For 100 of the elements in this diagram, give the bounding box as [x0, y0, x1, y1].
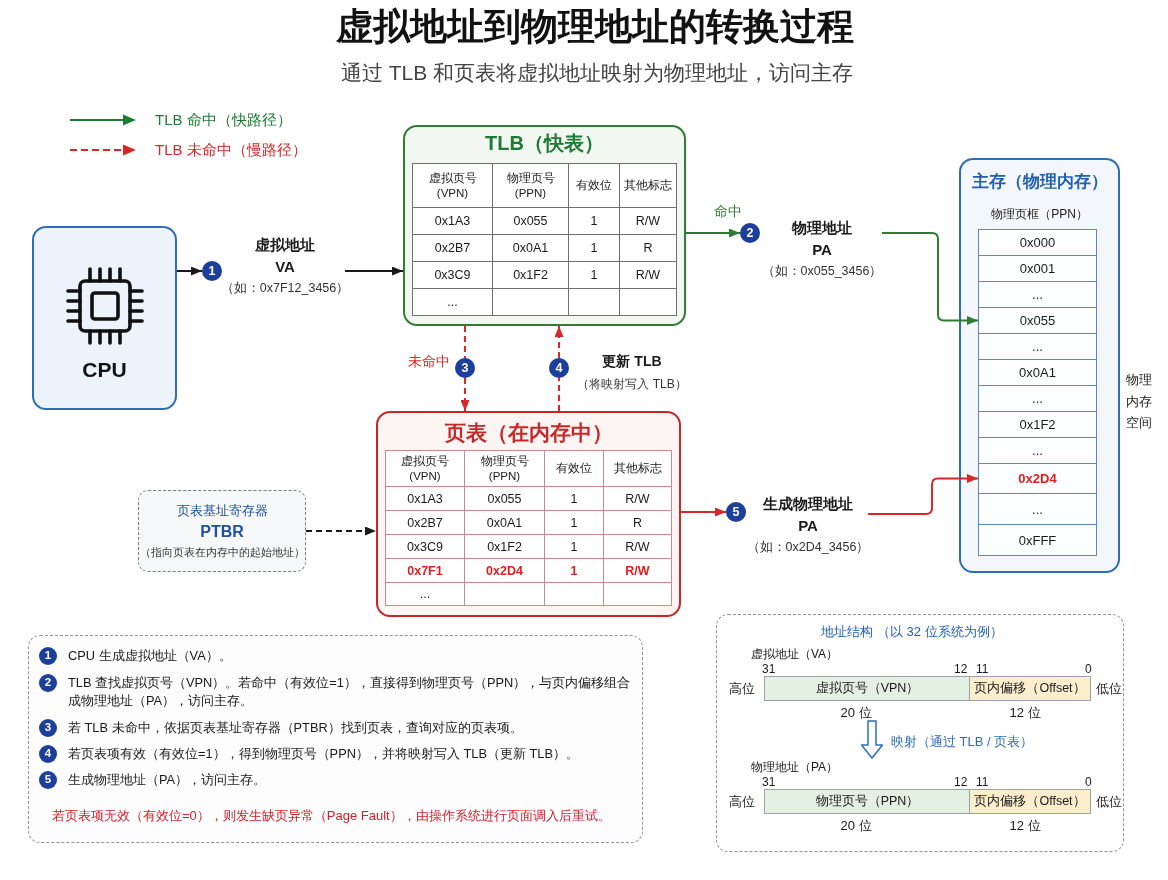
table-cell: 1: [569, 262, 619, 288]
bit-index: 11: [976, 774, 989, 790]
table-header-cell: 有效位: [545, 451, 603, 486]
frame-row: 0xFFF: [978, 524, 1097, 556]
table-cell: R/W: [604, 559, 671, 582]
step-number: 4: [39, 745, 57, 763]
page-table-panel: [376, 411, 681, 617]
step-number: 1: [202, 261, 222, 281]
step-number: 2: [740, 223, 760, 243]
bit-index: 12: [954, 661, 968, 677]
field-width: 20 位: [839, 705, 873, 721]
miss-label: 未命中: [407, 352, 450, 370]
register-abbreviation: PTBR: [200, 522, 244, 542]
title: 虚拟地址到物理地址的转换过程: [335, 5, 855, 49]
panel-title: 页表（在内存中）: [443, 420, 614, 445]
address-label: PA: [812, 240, 832, 260]
address-label: VA: [275, 257, 295, 277]
panel-title: 地址结构 （以 32 位系统为例）: [820, 624, 1004, 640]
bit-field: 虚拟页号（VPN）: [764, 676, 971, 701]
edge-label: 命中: [712, 202, 744, 220]
table-cell: ...: [413, 289, 492, 315]
table-header-cell: 虚拟页号 (VPN): [386, 451, 464, 486]
register-note: （指向页表在内存中的起始地址）: [139, 545, 305, 560]
arrow: [176, 266, 203, 276]
table-cell: 0x1A3: [386, 487, 464, 510]
table-cell: 0x1A3: [413, 208, 492, 234]
action-label: 更新 TLB: [601, 352, 663, 370]
table-cell: R/W: [604, 535, 671, 558]
bit-index: 31: [762, 661, 776, 677]
frame-row: 0x1F2: [978, 411, 1097, 438]
frame-row: 0x0A1: [978, 359, 1097, 386]
address-label: PA: [798, 516, 818, 536]
notes-panel: [28, 635, 643, 843]
table-cell: 0x2B7: [413, 235, 492, 261]
table-cell: R/W: [620, 262, 676, 288]
column-heading: 物理页框（PPN）: [990, 206, 1089, 222]
register-box: [138, 490, 306, 572]
table-cell: 0x2D4: [465, 559, 544, 582]
table-cell: 1: [569, 235, 619, 261]
dashed-arrow: [460, 377, 470, 412]
dashed-connector-line: [558, 377, 560, 412]
address-label: 物理地址: [792, 218, 852, 238]
table-header-cell: 物理页号 (PPN): [493, 164, 568, 207]
table-cell: R: [604, 511, 671, 534]
arrow: [344, 266, 404, 276]
table-header-cell: 物理页号 (PPN): [465, 451, 544, 486]
row-heading: 虚拟地址（VA）: [751, 646, 839, 662]
bit-order-label: 低位: [1096, 681, 1122, 697]
table-cell: 0x1F2: [465, 535, 544, 558]
register-name: 页表基址寄存器: [176, 502, 268, 520]
bit-index: 0: [1085, 661, 1092, 677]
frame-row: ...: [978, 281, 1097, 308]
frame-row: 0x001: [978, 255, 1097, 282]
table-header-cell: 有效位: [569, 164, 619, 207]
table-cell: 0x3C9: [386, 535, 464, 558]
bit-field: 物理页号（PPN）: [764, 789, 971, 814]
field-width: 12 位: [1008, 818, 1042, 834]
tlb-panel: [403, 125, 686, 326]
table-cell: R: [620, 235, 676, 261]
subtitle: 通过 TLB 和页表将虚拟地址映射为物理地址，访问主存: [339, 60, 855, 86]
table-cell: 1: [545, 535, 603, 558]
step-number: 3: [455, 358, 475, 378]
step-description: TLB 查找虚拟页号（VPN）。若命中（有效位=1），直接得到物理页号（PPN），与页内偏移组合成物理地址（PA），访问主存。: [68, 674, 632, 710]
table-cell: 1: [569, 208, 619, 234]
arrow: [680, 507, 727, 517]
step-description: 若 TLB 未命中，依据页表基址寄存器（PTBR）找到页表，查询对应的页表项。: [68, 719, 524, 737]
table-cell: 1: [545, 559, 603, 582]
example-value: （如：0x2D4_3456）: [746, 539, 870, 556]
frame-row: 0x000: [978, 229, 1097, 256]
field-width: 12 位: [1008, 705, 1042, 721]
table-cell: 0x1F2: [493, 262, 568, 288]
frame-row: ...: [978, 493, 1097, 525]
bit-index: 31: [762, 774, 776, 790]
table-cell: ...: [386, 583, 464, 605]
frame-row: ...: [978, 437, 1097, 464]
address-label: 虚拟地址: [255, 235, 315, 255]
brace-label: 物理内存空间: [1126, 371, 1153, 432]
bit-index: 12: [954, 774, 968, 790]
step-description: CPU 生成虚拟地址（VA）。: [68, 647, 233, 665]
field-width: 20 位: [839, 818, 873, 834]
table-cell: R/W: [604, 487, 671, 510]
arrow: [685, 228, 741, 238]
action-note: （将映射写入 TLB）: [576, 376, 688, 393]
table-header-cell: 其他标志: [620, 164, 676, 207]
step-description: 若页表项有效（有效位=1），得到物理页号（PPN），并将映射写入 TLB（更新 TLB）。: [68, 745, 580, 763]
arrow: [881, 232, 979, 325]
bit-field: 页内偏移（Offset）: [969, 676, 1091, 701]
frame-row: 0x2D4: [978, 463, 1097, 494]
step-number: 5: [726, 502, 746, 522]
cpu-label: CPU: [82, 357, 127, 383]
bit-order-label: 高位: [729, 794, 755, 810]
legend-label: TLB 未命中（慢路径）: [155, 140, 307, 160]
legend-label: TLB 命中（快路径）: [155, 110, 292, 130]
step-number: 3: [39, 719, 57, 737]
frame-row: ...: [978, 385, 1097, 412]
bit-index: 0: [1085, 774, 1092, 790]
example-value: （如：0x055_3456）: [761, 263, 883, 280]
table-cell: 0x055: [465, 487, 544, 510]
cpu-box: [32, 226, 177, 410]
bit-index: 11: [976, 661, 989, 677]
